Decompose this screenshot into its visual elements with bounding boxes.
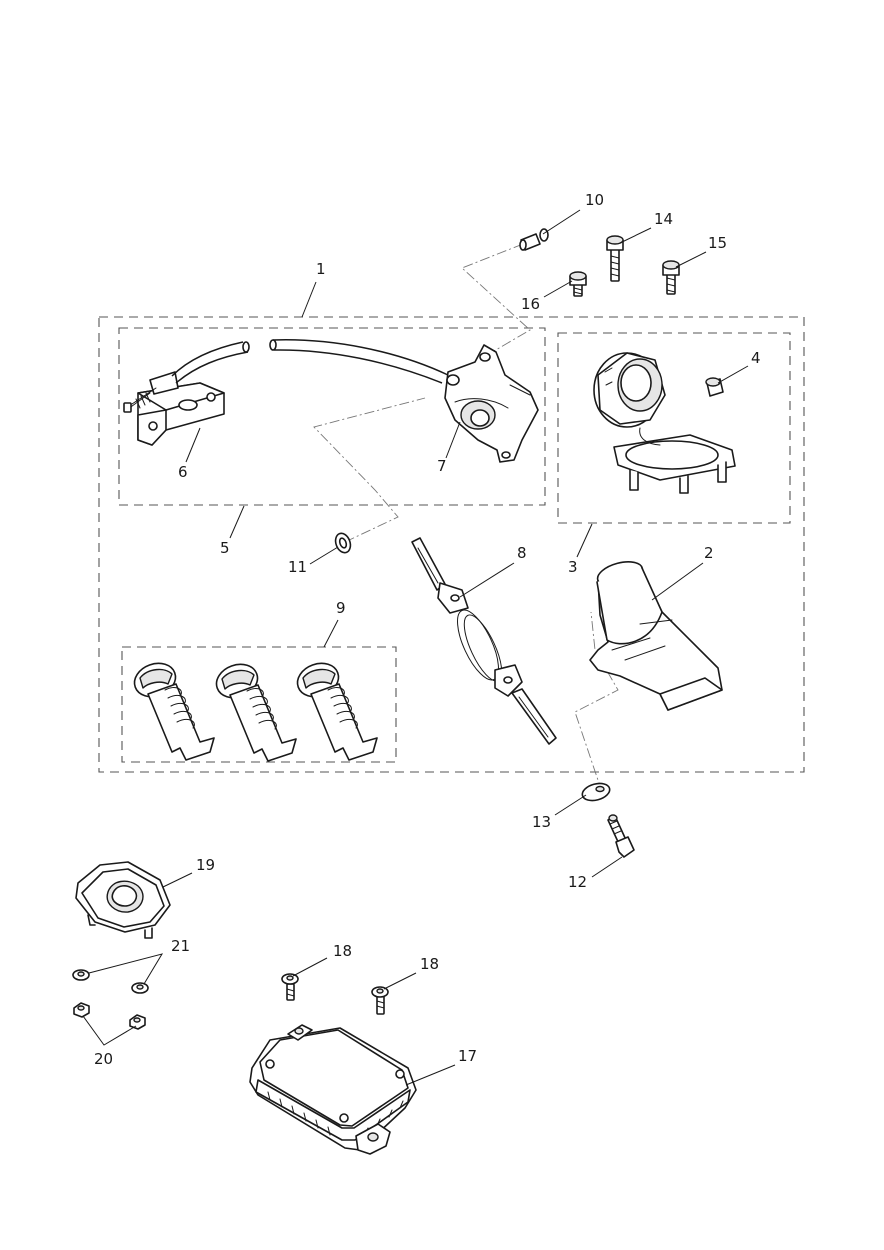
leader-10 bbox=[542, 209, 581, 235]
leader-14 bbox=[619, 227, 652, 244]
ecu-part-17 bbox=[249, 1024, 417, 1155]
callout-2: 2 bbox=[704, 544, 714, 562]
subassembly-box-5 bbox=[118, 327, 546, 506]
cap-part-3 bbox=[593, 352, 736, 494]
leader-12 bbox=[591, 856, 623, 878]
leader-18a bbox=[292, 957, 328, 977]
callout-16: 16 bbox=[521, 295, 540, 313]
assembly-path-10 bbox=[461, 243, 531, 366]
leader-20 bbox=[82, 1015, 137, 1046]
callout-7: 7 bbox=[437, 457, 447, 475]
callout-18a: 18 bbox=[333, 942, 352, 960]
screw-part-18a bbox=[281, 973, 299, 1001]
pin-part-10 bbox=[519, 228, 549, 251]
nut-part-20a bbox=[73, 1002, 90, 1018]
callout-12: 12 bbox=[568, 873, 587, 891]
callout-8: 8 bbox=[517, 544, 527, 562]
bolt-part-12 bbox=[607, 814, 635, 858]
leader-17 bbox=[405, 1064, 456, 1086]
leader-19 bbox=[162, 872, 193, 888]
leader-2 bbox=[651, 562, 704, 601]
leader-9 bbox=[323, 619, 339, 648]
washer-part-11 bbox=[334, 532, 352, 554]
assembly-path-12 bbox=[574, 611, 619, 793]
leader-18b bbox=[383, 972, 417, 990]
leader-1 bbox=[301, 281, 317, 318]
bolt-part-14 bbox=[606, 235, 624, 282]
callout-1: 1 bbox=[316, 260, 326, 278]
callout-17: 17 bbox=[458, 1047, 477, 1065]
callout-4: 4 bbox=[751, 349, 761, 367]
leader-4 bbox=[717, 365, 749, 384]
washer-part-13 bbox=[581, 782, 611, 802]
bolt-part-15 bbox=[662, 260, 680, 295]
callout-18b: 18 bbox=[420, 955, 439, 973]
barrel-1 bbox=[133, 662, 215, 761]
nut-part-20b bbox=[129, 1014, 146, 1030]
leader-5 bbox=[229, 505, 245, 539]
callout-3: 3 bbox=[568, 558, 578, 576]
barrel-3 bbox=[296, 662, 378, 761]
callout-20: 20 bbox=[94, 1050, 113, 1068]
callout-19: 19 bbox=[196, 856, 215, 874]
leader-6 bbox=[185, 427, 201, 463]
barrels-part-9 bbox=[133, 662, 378, 762]
callout-14: 14 bbox=[654, 210, 673, 228]
callout-5: 5 bbox=[220, 539, 230, 557]
callout-11: 11 bbox=[288, 558, 307, 576]
leader-8 bbox=[459, 562, 515, 598]
callout-13: 13 bbox=[532, 813, 551, 831]
barrel-part-2 bbox=[589, 561, 723, 711]
barrel-2 bbox=[215, 663, 297, 762]
assembly-path-11 bbox=[313, 397, 426, 543]
subassembly-box-9 bbox=[121, 646, 397, 763]
leader-7 bbox=[445, 421, 461, 459]
cable bbox=[171, 341, 244, 377]
leader-21 bbox=[88, 953, 164, 985]
leader-13 bbox=[554, 794, 587, 816]
leader-16 bbox=[543, 280, 573, 298]
callout-9: 9 bbox=[336, 599, 346, 617]
callout-21: 21 bbox=[171, 937, 190, 955]
cap-plug-part-4 bbox=[705, 377, 724, 397]
leader-15 bbox=[675, 251, 707, 268]
keys-part-8 bbox=[411, 537, 557, 745]
washer-part-21a bbox=[72, 969, 90, 981]
actuator-part-6 bbox=[123, 371, 225, 446]
washer-part-21b bbox=[131, 982, 149, 994]
latch-part-7 bbox=[444, 344, 539, 463]
assembly-box-1 bbox=[98, 316, 805, 773]
callout-15: 15 bbox=[708, 234, 727, 252]
leader-3 bbox=[576, 523, 593, 558]
bolt-part-16 bbox=[569, 271, 587, 297]
callout-10: 10 bbox=[585, 191, 604, 209]
screw-part-18b bbox=[371, 986, 389, 1015]
leader-11 bbox=[309, 546, 339, 565]
callout-6: 6 bbox=[178, 463, 188, 481]
cover-part-19 bbox=[75, 861, 171, 939]
